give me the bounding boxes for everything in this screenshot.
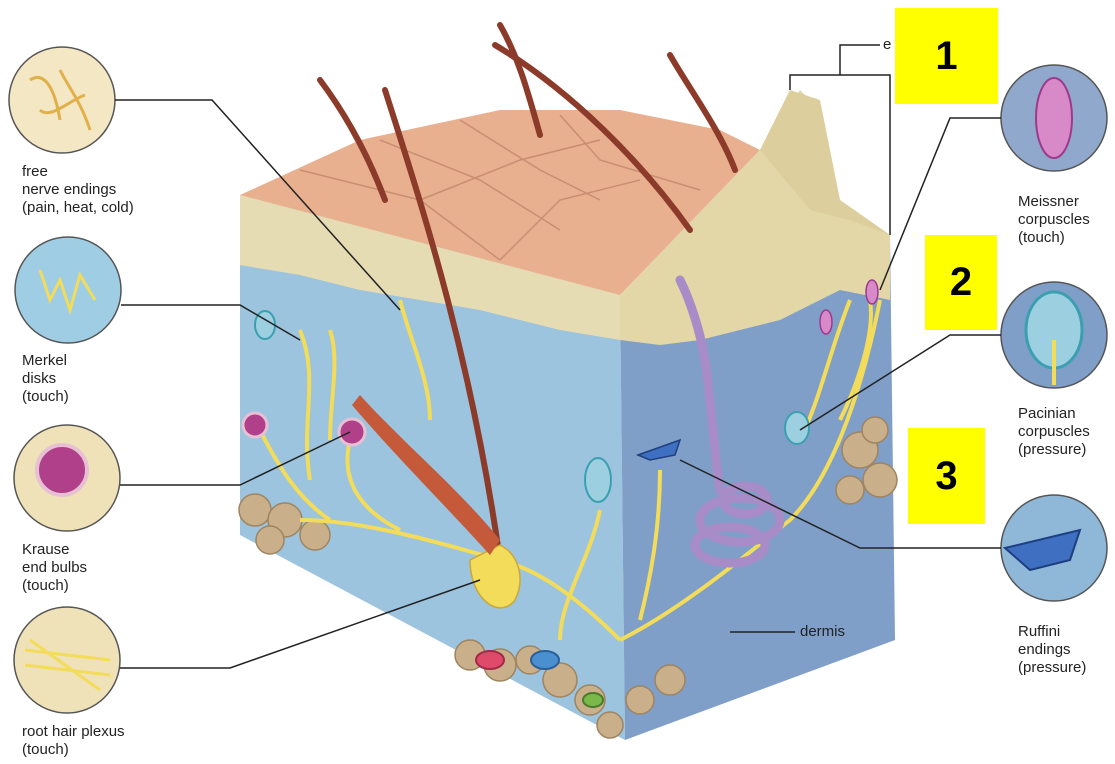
label-free-nerve-endings: free nerve endings (pain, heat, cold) <box>22 163 134 217</box>
label-line: nerve endings <box>22 181 134 199</box>
pacinian-corpuscle-a <box>585 458 611 502</box>
label-line: (pressure) <box>1018 659 1086 677</box>
krause-bulb-a <box>243 413 267 437</box>
label-line: e <box>883 36 891 54</box>
label-line: (touch) <box>22 577 87 595</box>
label-line: Meissner <box>1018 193 1090 211</box>
vessel-red <box>476 651 504 669</box>
vessel-blue <box>531 651 559 669</box>
label-line: (touch) <box>22 388 69 406</box>
krause-bulb-b <box>339 419 365 445</box>
label-ruffini-endings: Ruffini endings (pressure) <box>1018 623 1086 677</box>
label-line: dermis <box>800 623 845 641</box>
label-line: disks <box>22 370 69 388</box>
label-line: root hair plexus <box>22 723 125 741</box>
label-line: corpuscles <box>1018 423 1090 441</box>
meissner-corpuscle-a <box>866 280 878 304</box>
marker-1: 1 <box>895 8 998 104</box>
skin-block <box>239 25 897 740</box>
label-meissner-corpuscles: Meissner corpuscles (touch) <box>1018 193 1090 247</box>
meissner-corpuscle-b <box>820 310 832 334</box>
label-krause-end-bulbs: Krause end bulbs (touch) <box>22 541 87 595</box>
label-line: free <box>22 163 134 181</box>
label-line: (pressure) <box>1018 441 1090 459</box>
label-line: Krause <box>22 541 87 559</box>
label-epidermis-partial: e <box>883 36 891 54</box>
marker-2: 2 <box>925 235 997 330</box>
label-line: (touch) <box>1018 229 1090 247</box>
label-line: Ruffini <box>1018 623 1086 641</box>
pacinian-corpuscle-b <box>785 412 809 444</box>
label-line: (pain, heat, cold) <box>22 199 134 217</box>
label-merkel-disks: Merkel disks (touch) <box>22 352 69 406</box>
label-dermis: dermis <box>800 623 845 641</box>
label-line: corpuscles <box>1018 211 1090 229</box>
label-line: Merkel <box>22 352 69 370</box>
label-pacinian-corpuscles: Pacinian corpuscles (pressure) <box>1018 405 1090 459</box>
label-line: end bulbs <box>22 559 87 577</box>
label-root-hair-plexus: root hair plexus (touch) <box>22 723 125 759</box>
label-line: (touch) <box>22 741 125 759</box>
inset-merkel-disks <box>15 237 121 343</box>
label-line: Pacinian <box>1018 405 1090 423</box>
vessel-green <box>583 693 603 707</box>
label-line: endings <box>1018 641 1086 659</box>
inset-free-nerve-endings <box>9 47 115 153</box>
marker-3: 3 <box>908 428 985 524</box>
